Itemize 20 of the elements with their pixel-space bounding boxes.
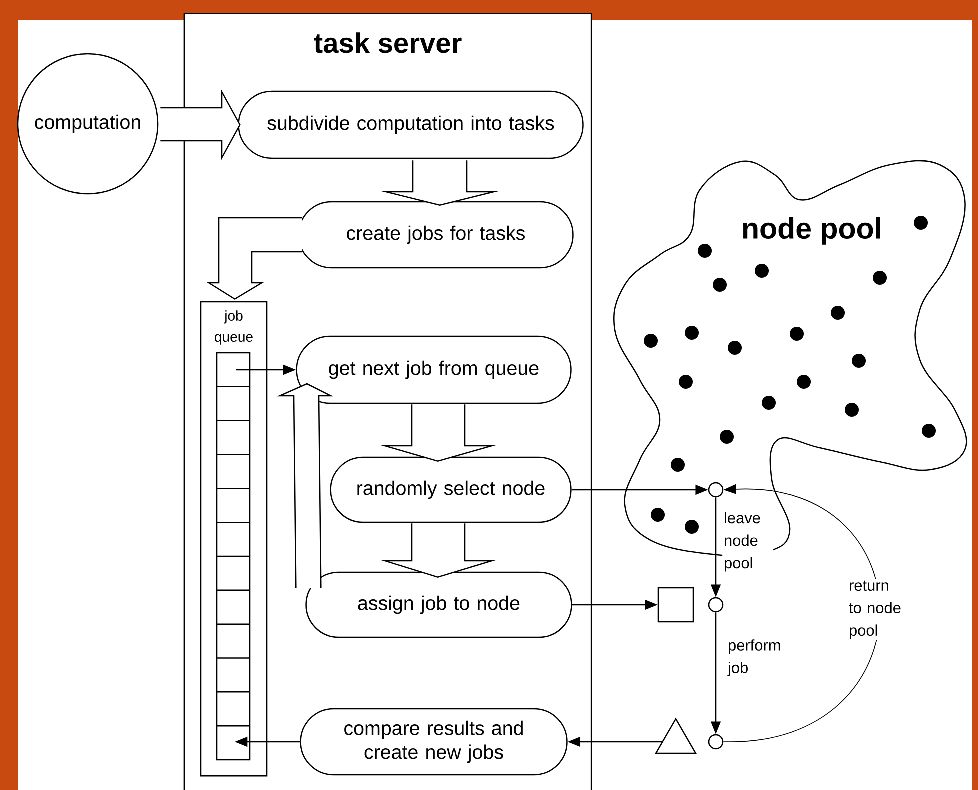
edge-label: leave node pool bbox=[722, 510, 774, 574]
state-circle bbox=[708, 482, 724, 498]
edge-label: return to node pool bbox=[848, 580, 912, 641]
block-arrow bbox=[277, 383, 334, 589]
block-arrow bbox=[380, 523, 496, 578]
block-arrow bbox=[380, 160, 500, 206]
edge-label: perform job bbox=[726, 638, 794, 678]
state-circle bbox=[708, 734, 724, 750]
block-arrow bbox=[380, 404, 497, 462]
square-symbol bbox=[658, 587, 694, 623]
queue-box: job queue bbox=[200, 301, 268, 777]
process-box: compare results and create new jobs bbox=[300, 708, 568, 776]
process-box: create jobs for tasks bbox=[298, 201, 574, 269]
block-arrow bbox=[206, 217, 303, 300]
process-box: randomly select node bbox=[330, 456, 572, 524]
state-circle bbox=[708, 597, 724, 613]
process-box: get next job from queue bbox=[296, 336, 572, 404]
process-box: assign job to node bbox=[306, 572, 572, 638]
process-box: subdivide computation into tasks bbox=[238, 90, 584, 160]
block-arrow bbox=[160, 90, 241, 160]
